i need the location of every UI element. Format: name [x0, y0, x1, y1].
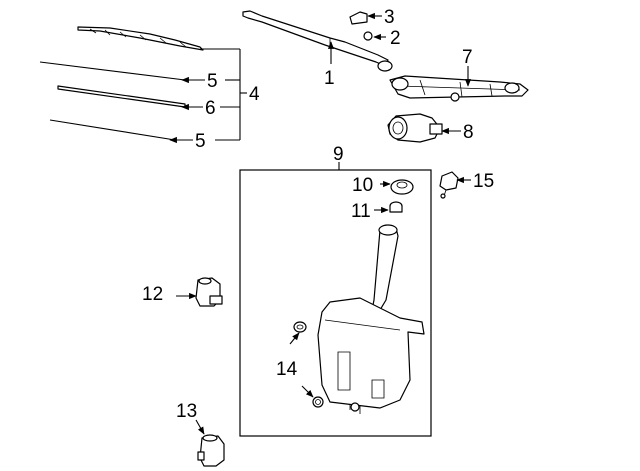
- leader-13: [195, 419, 205, 435]
- callout-7: 7: [462, 47, 473, 68]
- washer-reservoir: [317, 224, 425, 414]
- wiper-linkage: [389, 75, 529, 102]
- callout-1: 1: [324, 68, 335, 89]
- pump-grommet-lower: [312, 396, 324, 408]
- pivot-nut: [363, 31, 373, 41]
- wiper-blade-insert-lower: [49, 119, 176, 141]
- callout-2: 2: [390, 28, 401, 49]
- callout-9: 9: [333, 144, 344, 165]
- callout-14: 14: [276, 359, 298, 380]
- wiper-blade-assembly: [77, 26, 204, 51]
- wiper-blade-insert-middle: [57, 85, 186, 108]
- callout-5-upper: 5: [207, 71, 218, 92]
- callout-12: 12: [142, 284, 163, 305]
- callout-5-lower: 5: [195, 131, 206, 152]
- callout-15: 15: [473, 171, 494, 192]
- rear-washer-pump: [197, 434, 225, 467]
- reservoir-group-frame: [239, 169, 432, 437]
- filler-seal: [389, 201, 403, 213]
- wiper-motor: [387, 113, 443, 143]
- leader-14a: [289, 332, 300, 345]
- callout-6: 6: [205, 98, 216, 119]
- pump-grommet-upper: [293, 321, 307, 333]
- callout-3: 3: [384, 7, 395, 28]
- wiper-blade-insert-upper: [39, 61, 186, 81]
- callout-4: 4: [249, 84, 260, 105]
- callout-4-bracket: [200, 48, 247, 141]
- front-washer-pump: [195, 277, 223, 307]
- wiper-arm: [242, 10, 393, 72]
- callout-11: 11: [351, 201, 371, 222]
- callout-8: 8: [463, 122, 474, 143]
- leader-14b: [301, 385, 314, 398]
- level-sensor: [439, 171, 459, 199]
- reservoir-cap: [390, 179, 414, 195]
- callout-13: 13: [176, 401, 197, 422]
- callout-10: 10: [352, 175, 373, 196]
- pivot-cap: [349, 11, 368, 25]
